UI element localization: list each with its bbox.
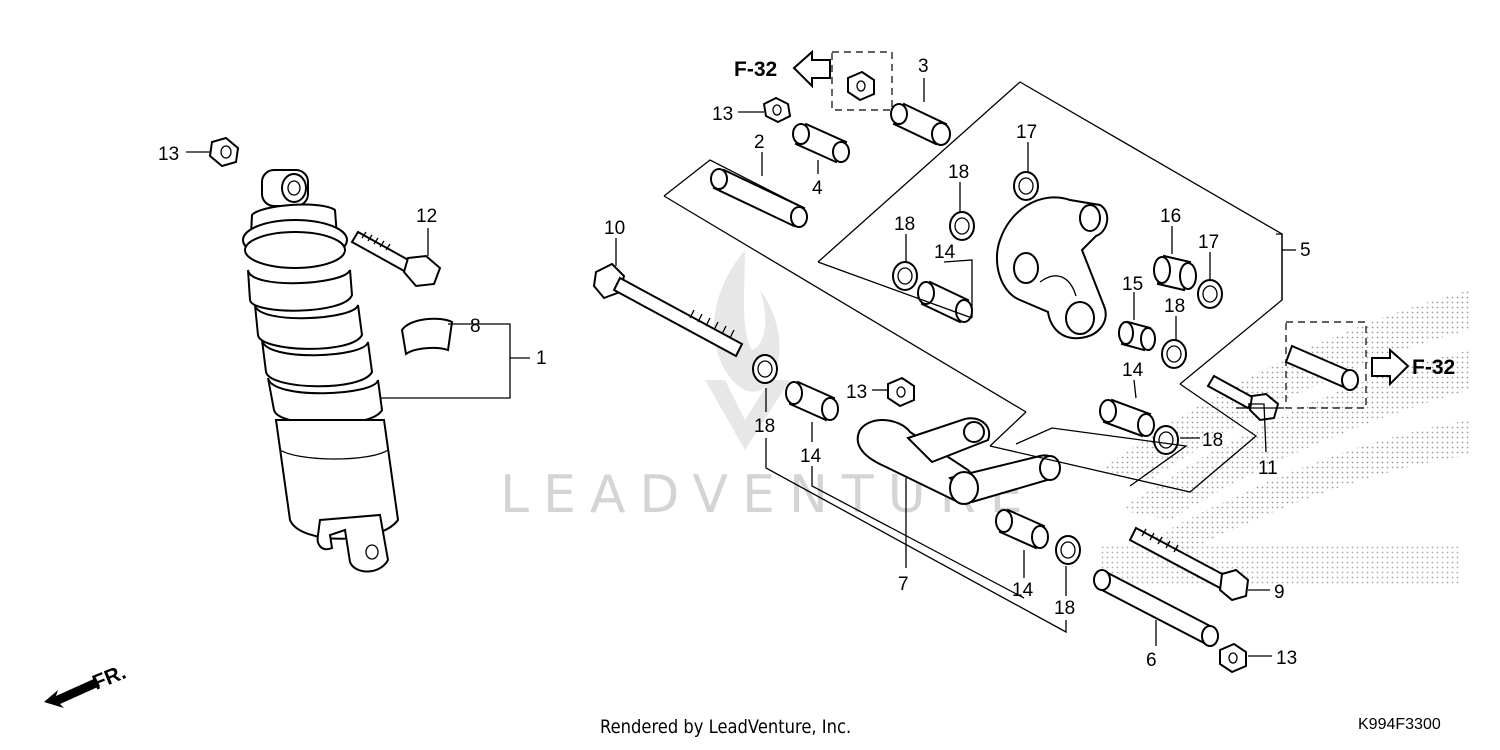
callout-18-upper: 18	[948, 162, 969, 183]
svg-text:FR.: FR.	[89, 661, 129, 695]
bearing-part-16	[1153, 254, 1197, 292]
callout-4: 4	[812, 178, 823, 199]
bearing-part-15	[1118, 320, 1156, 352]
seal-part-18-right-low	[1153, 425, 1179, 455]
leader-lines	[186, 78, 1296, 657]
f32-ref-arrow-right: F-32	[1371, 347, 1455, 387]
bearing-part-14-lower-left	[785, 380, 839, 422]
collar-part-6	[1093, 569, 1219, 647]
svg-text:F-32: F-32	[734, 58, 777, 81]
callout-7: 7	[898, 574, 909, 595]
bolt-dashed-box	[1284, 344, 1359, 391]
nut-part-13-lower	[1219, 642, 1247, 674]
svg-text:F-32: F-32	[1412, 356, 1455, 379]
seal-part-18-mid	[892, 261, 918, 291]
dashed-box-right	[1285, 321, 1367, 409]
nut-part-13-upper	[762, 96, 792, 124]
callout-6: 6	[1146, 650, 1157, 671]
callout-18-lower-left: 18	[754, 416, 775, 437]
collar-part-2	[710, 168, 808, 228]
bolt-part-9	[1128, 526, 1250, 602]
callout-18-lower: 18	[1054, 598, 1075, 619]
callout-1: 1	[536, 348, 547, 369]
callout-15: 15	[1122, 274, 1143, 295]
callout-18-right-low: 18	[1202, 430, 1223, 451]
seal-part-18-lower	[1055, 535, 1081, 565]
callout-12: 12	[416, 206, 437, 227]
cushion-arm-part-5	[995, 196, 1109, 340]
callout-5: 5	[1300, 240, 1311, 261]
nut-part-13-mid	[887, 376, 915, 408]
callout-2: 2	[754, 132, 765, 153]
seal-part-18-upper	[949, 211, 975, 241]
callout-3: 3	[918, 56, 929, 77]
callout-9: 9	[1274, 582, 1285, 603]
leadventure-logo-watermark	[705, 250, 790, 450]
diagram-code: K994F3300	[1358, 716, 1441, 733]
callout-18-mid: 18	[894, 214, 915, 235]
bearing-part-14-right	[1099, 398, 1155, 438]
stopper-part-8	[400, 317, 454, 356]
callout-14-lower-left: 14	[800, 446, 822, 467]
callout-13-mid: 13	[846, 382, 867, 403]
rendered-by-text: Rendered by LeadVenture, Inc.	[600, 716, 852, 738]
nut-dashed-box	[847, 70, 875, 102]
front-direction-arrow: FR.	[44, 661, 129, 708]
callout-14-mid: 14	[934, 242, 956, 263]
callout-8: 8	[470, 316, 481, 337]
connecting-rod-part-7	[856, 417, 1061, 505]
callout-17-right: 17	[1198, 232, 1219, 253]
shock-absorber	[242, 169, 400, 573]
nut-part-13-left	[208, 136, 240, 168]
callout-14-right: 14	[1122, 360, 1144, 381]
callout-13-left: 13	[158, 144, 179, 165]
dashed-box-upper	[831, 51, 893, 111]
callout-11: 11	[1258, 458, 1278, 479]
callout-10: 10	[604, 218, 625, 239]
bolt-part-12	[350, 230, 442, 288]
callout-16: 16	[1160, 206, 1181, 227]
collar-part-3	[890, 102, 951, 146]
seal-part-18-right	[1161, 339, 1187, 369]
seal-part-18-lower-left	[752, 354, 778, 384]
arm-assembly-outline	[663, 81, 1283, 493]
callout-14-lower: 14	[1012, 580, 1034, 601]
seal-part-17-right	[1197, 279, 1223, 309]
callout-13-upper: 13	[712, 104, 733, 125]
callout-18-right: 18	[1164, 296, 1185, 317]
callout-13-lower: 13	[1276, 648, 1297, 669]
bearing-part-14-lower	[995, 508, 1049, 550]
callout-17-upper: 17	[1016, 122, 1037, 143]
bushing-part-4	[792, 122, 850, 164]
f32-ref-arrow-left: F-32	[734, 49, 831, 89]
bolt-part-10	[592, 262, 744, 358]
seal-part-17-upper	[1013, 171, 1039, 201]
